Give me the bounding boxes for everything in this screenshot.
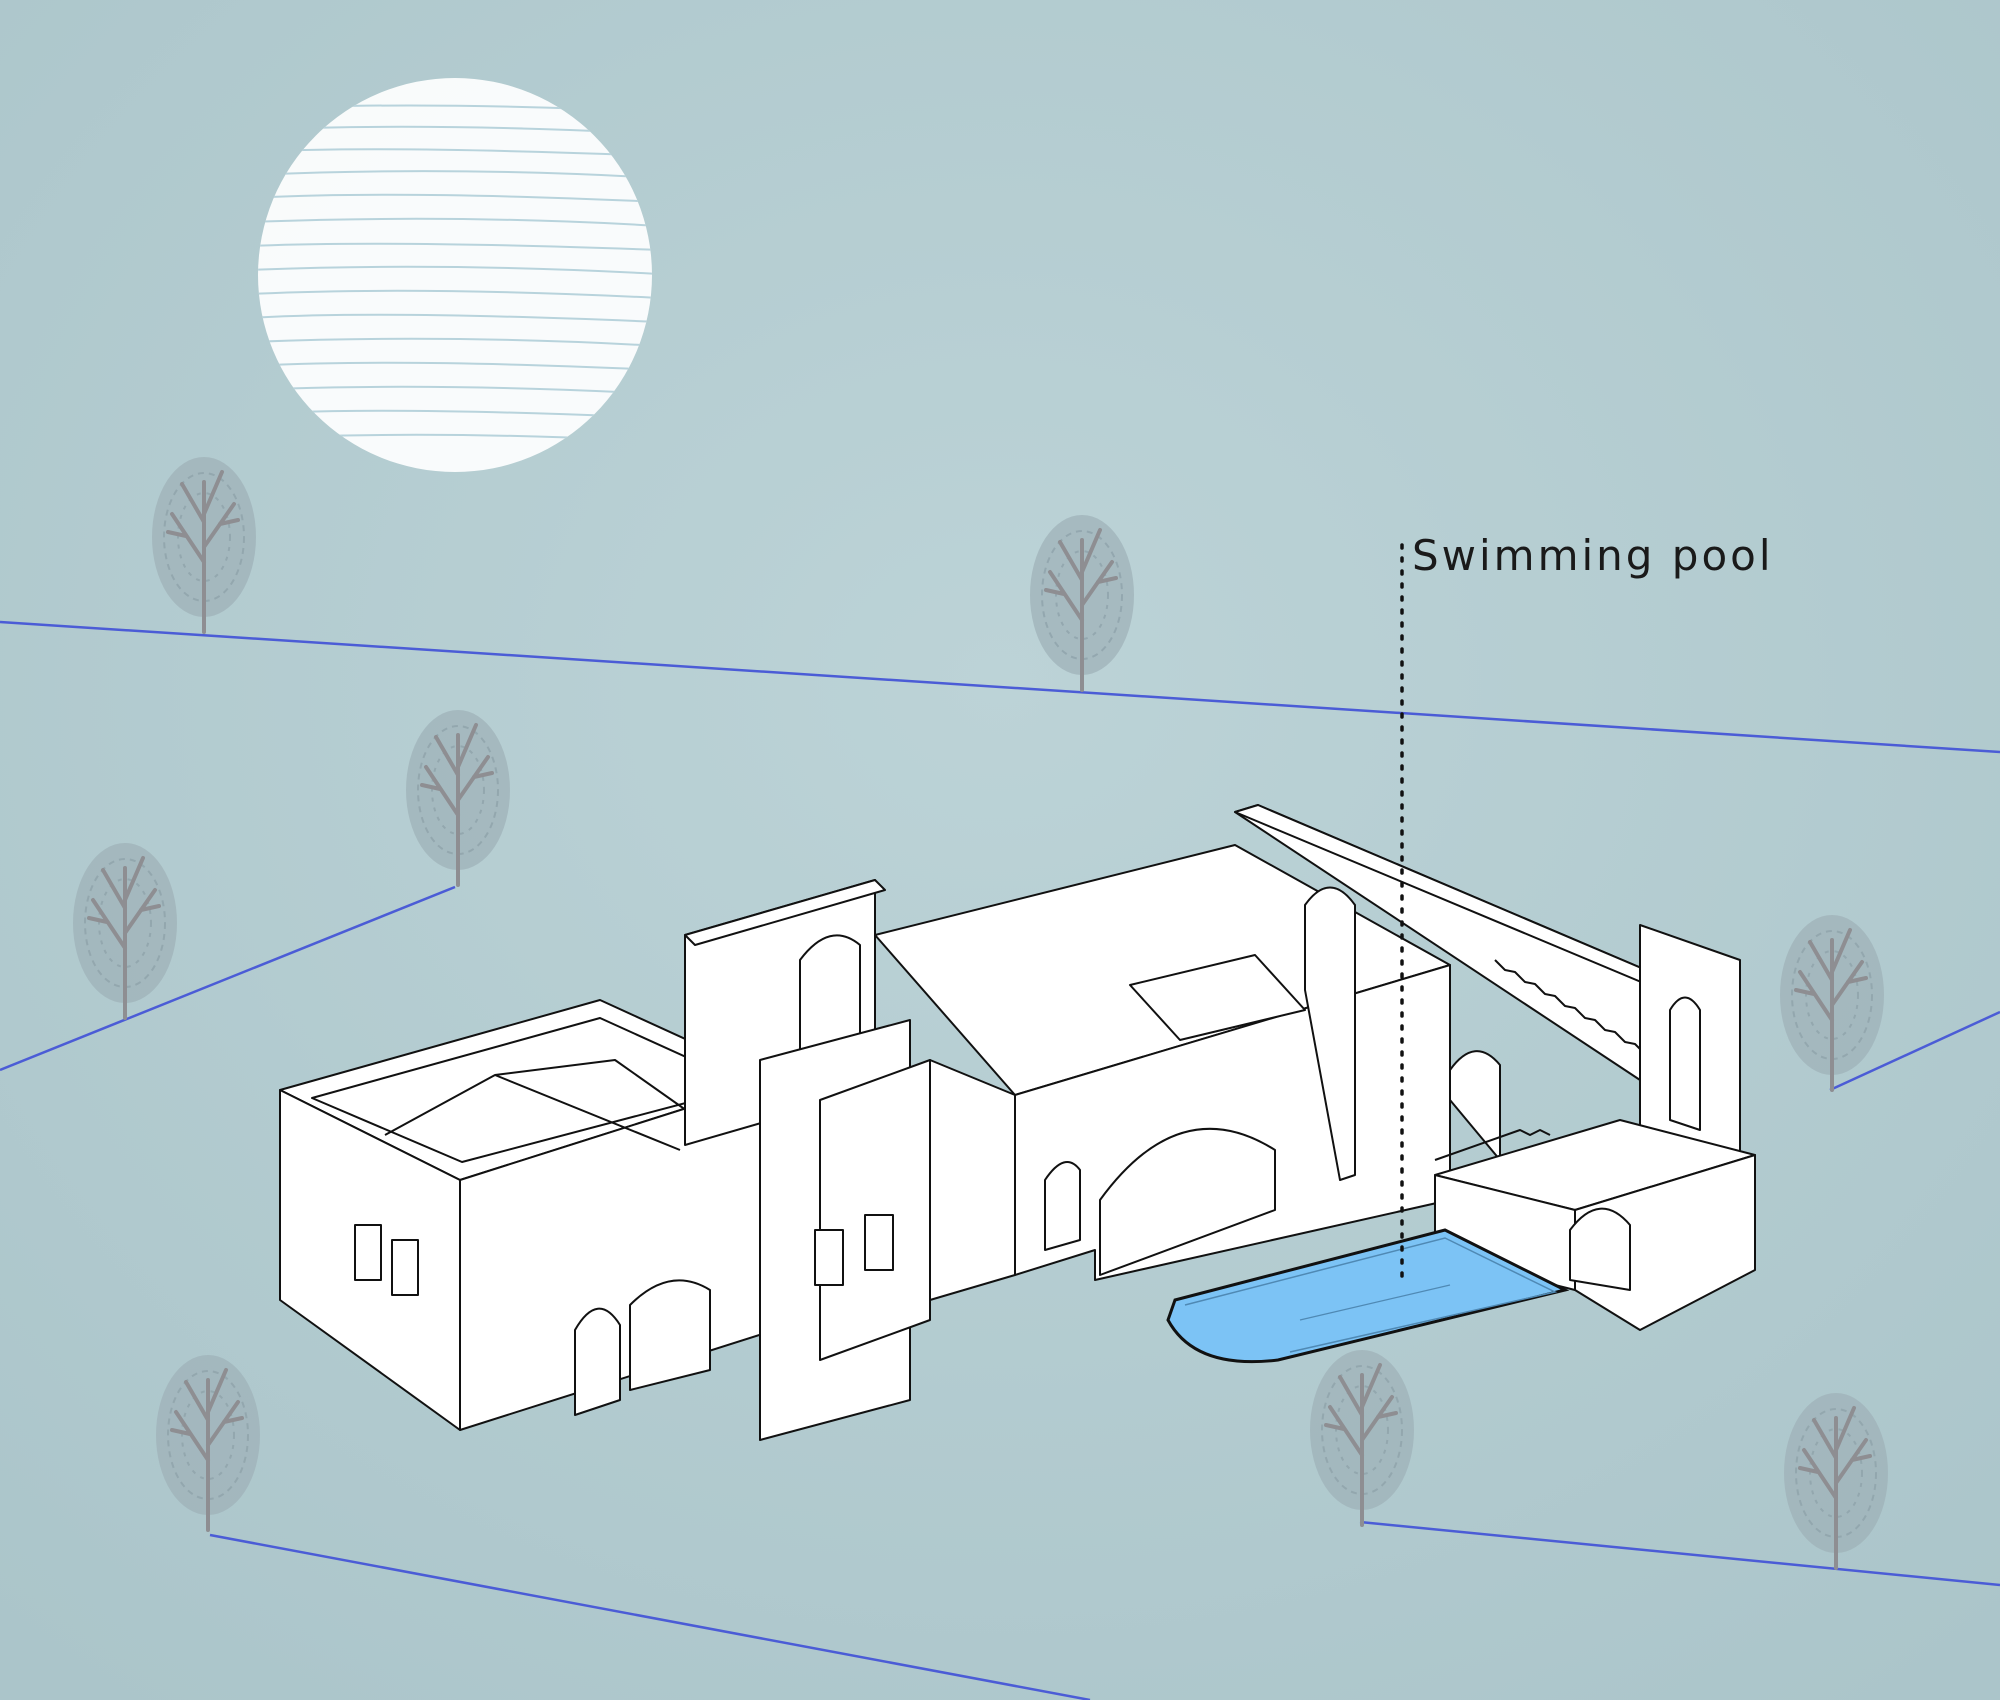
building: [279, 804, 1756, 1441]
pool-outline: [1166, 1228, 1570, 1364]
window: [391, 1239, 419, 1296]
pool-floor-line: [1299, 1284, 1451, 1321]
arch-doorway: [574, 1307, 621, 1416]
stair-lower: [1434, 1129, 1551, 1161]
swimming-pool: [1166, 1228, 1570, 1364]
window: [354, 1224, 382, 1281]
central-side: [929, 1059, 1016, 1301]
middle-block: [819, 1059, 931, 1361]
tall-arch: [1304, 886, 1356, 1181]
window: [864, 1214, 894, 1271]
site-line-right: [1829, 1010, 2000, 1092]
stair: [1494, 959, 1646, 1055]
site-line-lower-left: [209, 1533, 1091, 1700]
tower-wall-top: [684, 879, 886, 946]
swimming-pool-label: Swimming pool: [1412, 531, 1774, 580]
left-block-roof-volume: [384, 1059, 701, 1151]
site-lines: [0, 620, 2000, 1700]
central-small-arch: [1044, 1161, 1081, 1251]
right-arch-opening: [1449, 1050, 1501, 1161]
right-block-arch: [1569, 1207, 1631, 1291]
site-line-lower-right: [1359, 1520, 2000, 1587]
moon-icon: [258, 78, 652, 472]
right-pillar-arch: [1669, 996, 1701, 1131]
window: [814, 1229, 844, 1286]
central-parapet: [1129, 954, 1306, 1041]
site-line-left: [0, 885, 456, 1072]
central-large-arch: [1099, 1127, 1276, 1276]
arch-window: [629, 1279, 711, 1391]
pool-inner-edge: [1184, 1237, 1558, 1353]
site-line-upper: [0, 620, 2000, 754]
